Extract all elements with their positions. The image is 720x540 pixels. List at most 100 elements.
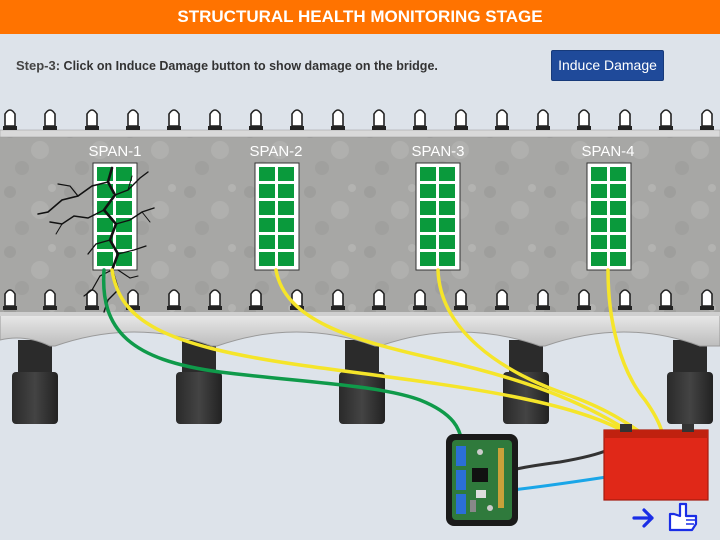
sensor-cell [439,184,455,198]
sensor-panel-span-3 [415,162,461,271]
railing-post [85,109,99,130]
sensor-cell [610,167,626,181]
hand-pointer-icon[interactable] [668,502,698,532]
sensor-cell [278,184,294,198]
sensor-cell [591,252,607,266]
railing-post [3,109,17,130]
sensor-cell [420,167,436,181]
railing-post [331,109,345,130]
railing-post [43,289,57,310]
sensor-cell [439,252,455,266]
induce-damage-button[interactable]: Induce Damage [551,50,664,81]
railing-post [126,109,140,130]
bridge-deck [0,311,720,347]
sensor-cell [97,184,113,198]
railing-post [167,109,181,130]
sensor-cell [278,201,294,215]
sensor-cell [591,201,607,215]
railing-post [618,109,632,130]
railing-post [372,289,386,310]
span-label-4: SPAN-4 [581,143,634,160]
railing-post [495,289,509,310]
sensor-cell [439,218,455,232]
sensor-cell [278,235,294,249]
sensor-cell [610,252,626,266]
railing-post [372,109,386,130]
railing-post [659,289,673,310]
sensor-cell [97,252,113,266]
step-label: Step-3: [16,58,61,73]
railing-post [454,109,468,130]
railing-post [536,109,550,130]
sensor-cell [420,218,436,232]
railing-post [700,289,714,310]
railing-post [577,109,591,130]
sensor-cell [278,252,294,266]
railing-post [700,109,714,130]
span-label-2: SPAN-2 [249,143,302,160]
sensor-cell [116,235,132,249]
railing-post [167,289,181,310]
railing-post [249,289,263,310]
railing-post [577,289,591,310]
sensor-cell [591,235,607,249]
sensor-cell [116,201,132,215]
sensor-cell [591,167,607,181]
railing-post [249,109,263,130]
sensor-cell [439,167,455,181]
step-text: Click on Induce Damage button to show da… [60,59,438,73]
sensor-panel-span-2 [254,162,300,271]
sensor-cell [591,218,607,232]
sensor-cell [610,235,626,249]
arrow-right-icon[interactable] [632,508,654,528]
instruction-text: Step-3: Click on Induce Damage button to… [16,58,438,73]
sensor-wires [101,268,690,492]
span-label-3: SPAN-3 [411,143,464,160]
sensor-cell [420,184,436,198]
data-acquisition-board [446,434,518,526]
sensor-cell [278,167,294,181]
crack-damage [37,166,155,313]
sensor-cell [591,184,607,198]
sensor-cell [116,218,132,232]
sensor-cell [439,235,455,249]
sensor-cell [610,218,626,232]
railing-post [331,289,345,310]
page-title: STRUCTURAL HEALTH MONITORING STAGE [0,0,720,34]
railing-post [413,289,427,310]
sensor-cell [420,201,436,215]
sensor-cell [259,235,275,249]
railing-post [3,289,17,310]
railing-post [208,109,222,130]
railing-post [290,109,304,130]
sensor-cell [116,167,132,181]
railing-post [495,109,509,130]
sensor-cell [259,218,275,232]
railing-post [126,289,140,310]
sensor-cell [116,252,132,266]
sensor-cell [420,252,436,266]
railing-post [618,289,632,310]
sensor-cell [259,201,275,215]
sensor-cell [259,167,275,181]
sensor-cell [259,184,275,198]
top-railing-posts [3,109,714,130]
railing-post [454,289,468,310]
battery [603,424,709,501]
sensor-cell [420,235,436,249]
bottom-railing-posts [3,289,714,310]
railing-post [659,109,673,130]
sensor-panel-span-1 [92,162,138,271]
railing-post [536,289,550,310]
railing-post [413,109,427,130]
sensor-cell [439,201,455,215]
railing-post [43,109,57,130]
sensor-cell [610,201,626,215]
sensor-cell [259,252,275,266]
sensor-cell [278,218,294,232]
sensor-panel-span-4 [586,162,632,271]
sensor-cell [610,184,626,198]
span-label-1: SPAN-1 [88,143,141,160]
sensor-cell [97,218,113,232]
